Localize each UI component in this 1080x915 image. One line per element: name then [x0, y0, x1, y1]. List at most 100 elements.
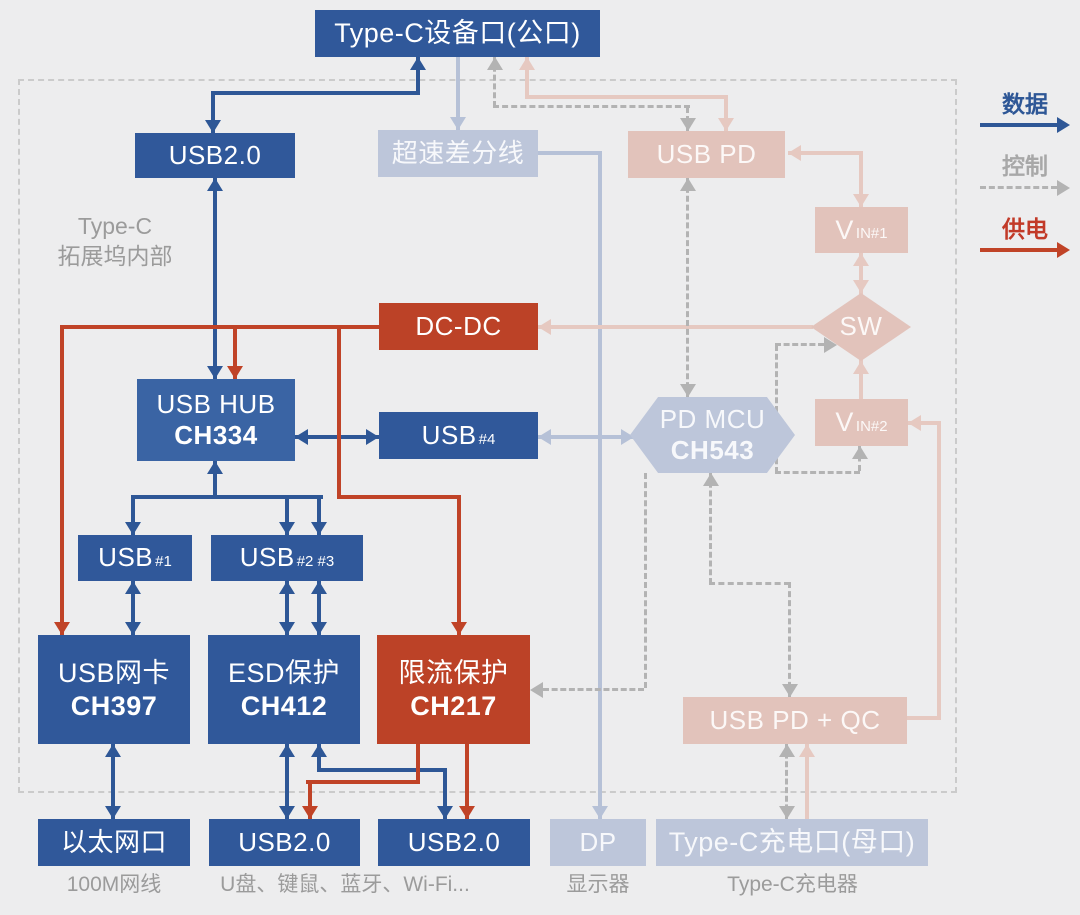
connector-data-faded: [598, 151, 602, 819]
arrowhead: [410, 57, 426, 70]
node-label: SW: [839, 311, 883, 342]
arrowhead: [853, 194, 869, 207]
label-usb-devices: U盘、键鼠、蓝牙、Wi-Fi...: [220, 873, 470, 896]
arrowhead: [227, 366, 243, 379]
connector-control: [788, 582, 791, 697]
node-label: USB网卡: [57, 658, 171, 689]
connector-power-faded: [525, 57, 529, 99]
node-sublabel: #2 #3: [296, 553, 335, 571]
connector-data-faded: [538, 151, 602, 155]
arrowhead: [311, 744, 327, 757]
connector-control: [775, 343, 824, 346]
node-label: 以太网口: [60, 826, 167, 857]
node-superspeed-pairs: 超速差分线: [378, 130, 538, 177]
arrowhead: [205, 120, 221, 133]
dock-internal-boundary: [18, 79, 957, 793]
connector-power: [306, 780, 420, 784]
node-part-number: CH334: [174, 420, 258, 450]
node-label: USB PD: [656, 138, 757, 169]
node-esd-protection-ch412: ESD保护 CH412: [208, 635, 360, 744]
node-label: ESD保护: [227, 658, 341, 689]
connector-power: [337, 325, 341, 497]
arrowhead: [487, 57, 503, 70]
node-sublabel: #1: [155, 553, 172, 571]
connector-control: [775, 471, 860, 474]
legend-data-line: [980, 123, 1057, 127]
arrowhead: [279, 581, 295, 594]
connector-control: [785, 744, 788, 819]
node-label: Type-C充电口(母口): [668, 827, 916, 858]
label-charger: Type-C充电器: [727, 873, 858, 896]
connector-power-faded: [724, 95, 728, 131]
arrowhead: [718, 118, 734, 131]
connector-power: [465, 744, 469, 819]
node-type-c-device-port: Type-C设备口(公口): [315, 10, 600, 57]
connector-data: [317, 768, 447, 772]
connector-power: [416, 744, 420, 784]
arrowhead: [853, 361, 869, 374]
connector-data: [317, 581, 321, 635]
node-label: USB: [421, 419, 477, 450]
connector-data: [285, 744, 289, 819]
node-label: USB2.0: [238, 826, 331, 857]
arrowhead: [279, 522, 295, 535]
connector-power: [337, 495, 461, 499]
connector-control: [709, 582, 790, 585]
connector-data: [317, 495, 321, 535]
label-line: Type-C: [77, 213, 153, 239]
node-label: USB: [239, 542, 295, 573]
connector-power: [60, 325, 64, 635]
connector-control: [709, 473, 712, 584]
connector-power-faded: [805, 744, 809, 819]
node-usb20-downstream-1: USB2.0: [209, 819, 360, 866]
arrowhead: [207, 178, 223, 191]
legend-power-arrowhead: [1057, 242, 1070, 258]
arrowhead: [105, 806, 121, 819]
node-label: V: [835, 407, 854, 438]
arrowhead: [105, 744, 121, 757]
node-usb-pd-qc: USB PD + QC: [683, 697, 907, 744]
arrowhead: [437, 806, 453, 819]
connector-power: [308, 780, 312, 819]
node-part-number: CH217: [410, 690, 497, 721]
connector-data: [285, 495, 289, 535]
arrowhead: [621, 429, 634, 445]
connector-control: [493, 57, 496, 107]
node-usb4-port: USB#4: [379, 412, 538, 459]
node-sublabel: IN#1: [855, 225, 888, 243]
node-label: USB: [98, 542, 154, 573]
connector-control: [493, 105, 690, 108]
arrowhead: [853, 280, 869, 293]
arrowhead: [295, 429, 308, 445]
connector-data: [111, 744, 115, 819]
connector-data: [213, 178, 217, 379]
node-usb20-downstream-2: USB2.0: [378, 819, 530, 866]
arrowhead: [450, 117, 466, 130]
connector-power-faded: [859, 151, 863, 209]
node-label: USB2.0: [407, 826, 501, 857]
node-usb2-usb3-ports: USB#2 #3: [211, 535, 363, 581]
legend-control-label: 控制: [1002, 153, 1048, 179]
connector-power: [233, 325, 237, 379]
connector-data: [131, 495, 135, 535]
arrowhead: [279, 622, 295, 635]
legend-control-arrowhead: [1057, 180, 1070, 196]
node-usb-nic-ch397: USB网卡 CH397: [38, 635, 190, 744]
arrowhead: [451, 622, 467, 635]
arrowhead: [779, 806, 795, 819]
arrowhead: [125, 622, 141, 635]
node-label: PD MCU: [659, 403, 766, 434]
node-usb-hub-ch334: USB HUB CH334: [137, 379, 295, 461]
node-type-c-charge-port: Type-C充电口(母口): [656, 819, 928, 866]
connector-data: [131, 495, 323, 499]
legend-control-line: [980, 186, 1057, 189]
arrowhead: [311, 622, 327, 635]
label-line: 拓展坞内部: [57, 242, 173, 269]
node-pd-mcu-ch543: PD MCU CH543: [630, 397, 795, 473]
legend-data-label: 数据: [1002, 91, 1048, 117]
node-sublabel: IN#2: [855, 417, 888, 435]
arrowhead: [680, 384, 696, 397]
connector-power-faded: [525, 95, 728, 99]
